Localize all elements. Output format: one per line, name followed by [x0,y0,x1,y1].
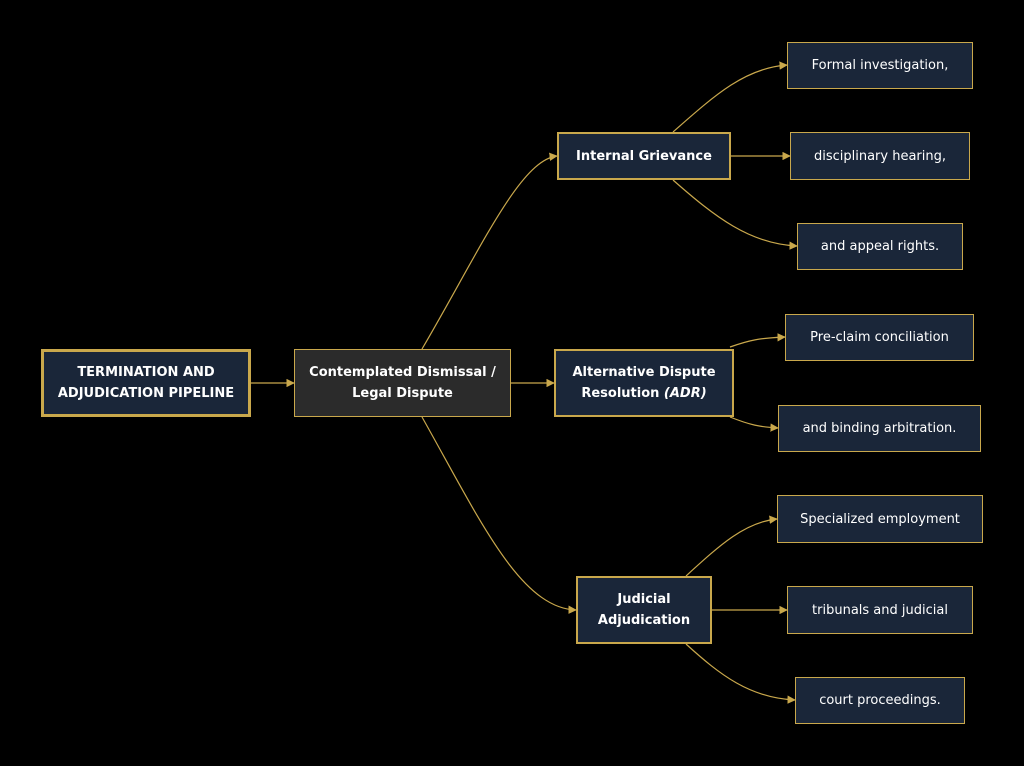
node-preclaim-conciliation: Pre-claim conciliation [785,314,974,361]
appeal-label: and appeal rights. [820,239,940,254]
node-adr: Alternative Dispute Resolution (ADR) [554,349,734,417]
edge-hub-to-judicial [421,416,577,614]
formal-label: Formal investigation, [811,58,949,73]
binding-label: and binding arbitration. [802,421,957,436]
node-contemplated-dismissal: Contemplated Dismissal / Legal Dispute [294,349,511,417]
judicial-line2: Adjudication [597,613,691,628]
edge-hub-to-internal [421,152,558,350]
node-internal-grievance: Internal Grievance [557,132,731,180]
node-specialized-employment: Specialized employment [777,495,983,543]
edge-adr-to-preclaim [729,333,786,348]
node-appeal-rights: and appeal rights. [797,223,963,270]
court-label: court proceedings. [819,693,941,708]
adr-line2-prefix: Resolution [581,386,664,401]
node-formal-investigation: Formal investigation, [787,42,973,89]
root-line2: ADJUDICATION PIPELINE [57,386,235,401]
edge-adr-to-binding [729,416,779,432]
disciplinary-label: disciplinary hearing, [813,148,947,164]
specialized-label: Specialized employment [800,511,960,527]
judicial-line1: Judicial [617,592,671,607]
adr-line1: Alternative Dispute [572,365,716,380]
node-binding-arbitration: and binding arbitration. [778,405,981,452]
internal-label: Internal Grievance [576,148,712,164]
node-tribunals-judicial: tribunals and judicial [787,586,973,634]
node-court-proceedings: court proceedings. [795,677,965,724]
edge-judicial-to-specialized [685,515,778,577]
root-line1: TERMINATION AND [77,365,215,380]
node-judicial-adjudication: Judicial Adjudication [576,576,712,644]
edge-internal-to-formal [672,61,788,133]
node-disciplinary-hearing: disciplinary hearing, [790,132,970,180]
adr-line2-abbrev: (ADR) [663,386,707,401]
hub-line1: Contemplated Dismissal / [309,365,496,380]
tribunals-label: tribunals and judicial [812,602,948,618]
hub-line2: Legal Dispute [352,386,453,401]
node-termination-pipeline: TERMINATION AND ADJUDICATION PIPELINE [41,349,251,417]
edge-judicial-to-court [685,643,796,704]
preclaim-label: Pre-claim conciliation [810,330,949,345]
edge-internal-to-appeal [672,179,798,250]
